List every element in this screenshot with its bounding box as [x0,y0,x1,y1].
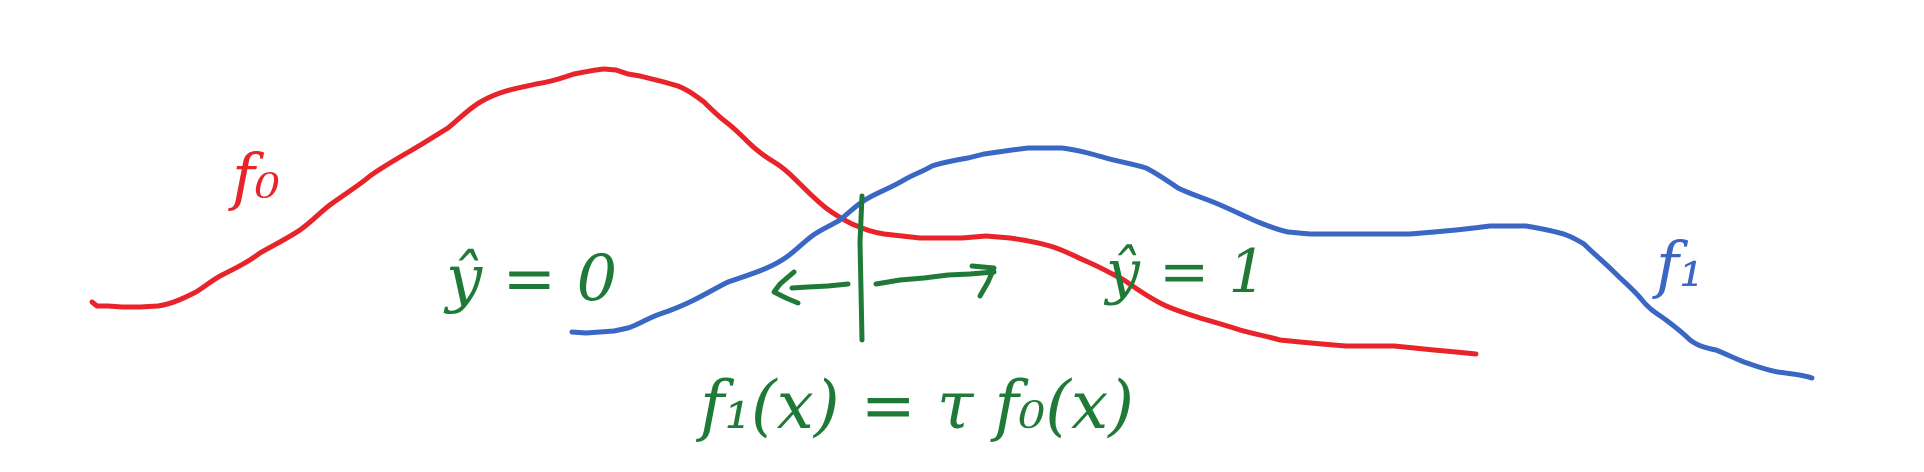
arrow-right-icon [873,263,997,299]
f0-label: f₀ [228,140,280,213]
f0-curve [89,66,1479,357]
yhat-zero-label: ŷ = 0 [443,242,617,316]
f1-curve [569,145,1815,381]
threshold-equation: f₁(x) = τ f₀(x) [695,367,1134,444]
arrow-left-icon [771,269,851,306]
yhat-one-label: ŷ = 1 [1103,237,1267,307]
f1-label: f₁ [1652,228,1704,301]
threshold-line [857,193,865,343]
